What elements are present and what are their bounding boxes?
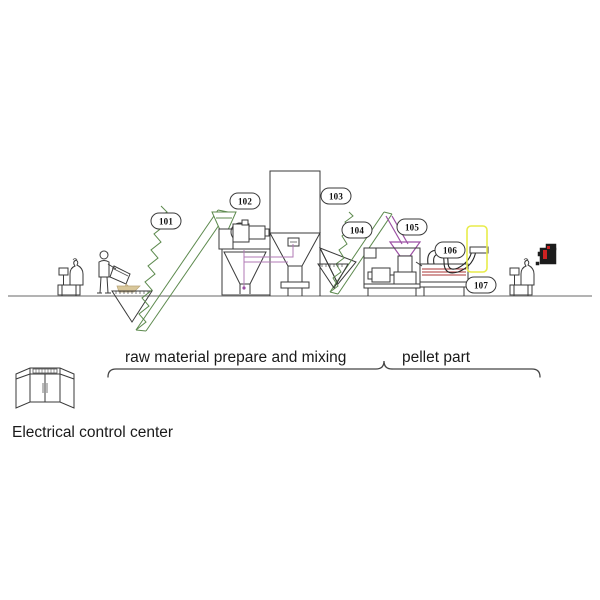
section-label-raw-material: raw material prepare and mixing (125, 349, 346, 366)
electrical-control-center-label: Electrical control center (12, 424, 173, 441)
electrical-control-center-cabinet (15, 367, 75, 409)
packing-station (466, 225, 488, 273)
callout-106-label: 106 (443, 246, 457, 256)
elevator-inlet (317, 263, 349, 289)
callout-101[interactable]: 101 (150, 212, 182, 230)
packing-column (466, 225, 488, 273)
sack-on-scale (69, 259, 84, 286)
callout-105-label: 105 (405, 223, 419, 233)
pellet-press-body (397, 255, 413, 273)
callout-102-label: 102 (238, 197, 252, 207)
callout-105[interactable]: 105 (396, 218, 428, 236)
floor-scale-right (509, 258, 535, 296)
callout-104-label: 104 (350, 226, 364, 236)
callout-103-label: 103 (329, 192, 343, 202)
callout-106[interactable]: 106 (434, 241, 466, 259)
callout-102[interactable]: 102 (229, 192, 261, 210)
callout-107[interactable]: 107 (465, 276, 497, 294)
pellet-mill-motor (371, 267, 391, 283)
brace-pellet-part (391, 368, 541, 378)
silo-body (269, 170, 321, 234)
transfer-cone (318, 247, 357, 285)
mixer-silo (269, 170, 321, 296)
section-label-pellet-part: pellet part (402, 349, 471, 366)
pneumatic-piping (242, 244, 294, 290)
hammer-mill (211, 211, 271, 296)
brace-raw-material (107, 360, 393, 378)
callout-103[interactable]: 103 (320, 187, 352, 205)
floor-scale-left (57, 258, 84, 296)
callout-104[interactable]: 104 (341, 221, 373, 239)
callout-101-label: 101 (159, 217, 173, 227)
mill-motor (248, 225, 266, 240)
mill-support-frame (221, 248, 271, 296)
callout-107-label: 107 (474, 281, 488, 291)
pellet-mill-hopper (388, 241, 422, 257)
finished-bag (520, 259, 535, 286)
bag-sewing-machine (535, 243, 557, 266)
